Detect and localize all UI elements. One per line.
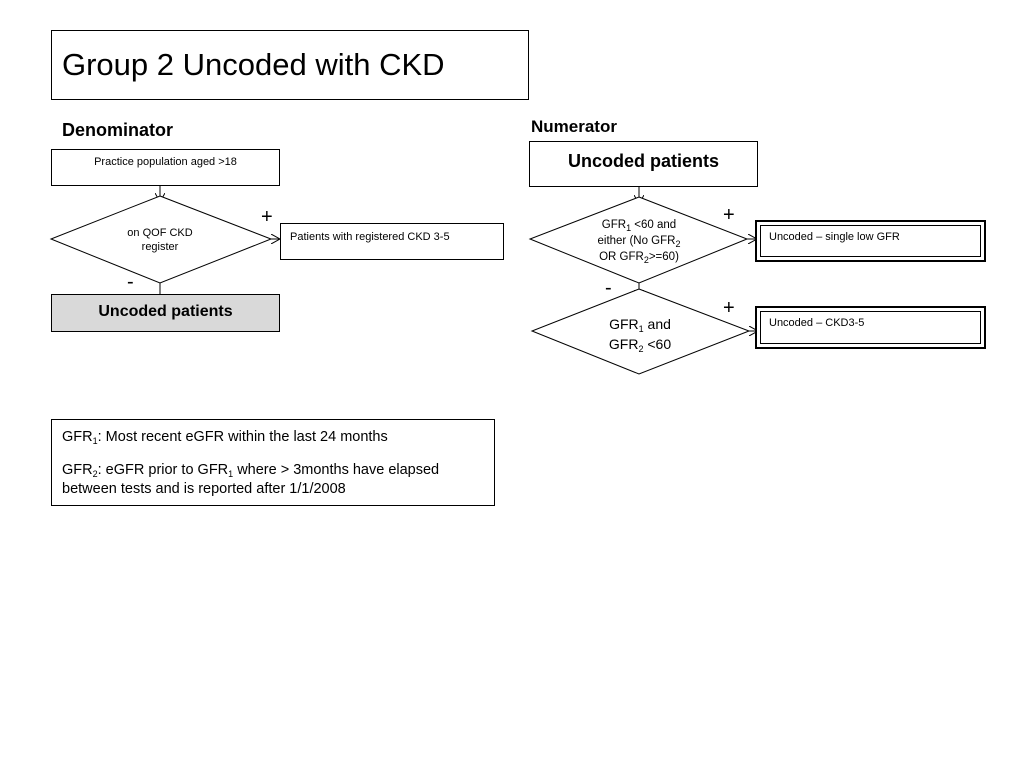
decision-diamond-ckd35 xyxy=(530,288,751,375)
uncoded-patients-start-label: Uncoded patients xyxy=(567,151,719,171)
uncoded-ckd35-label: Uncoded – CKD3-5 xyxy=(769,317,865,329)
denominator-minus-sign: - xyxy=(127,271,134,293)
numerator-plus-sign-2: + xyxy=(723,297,735,319)
registered-ckd-label: Patients with registered CKD 3-5 xyxy=(290,231,450,243)
uncoded-single-low-gfr-label: Uncoded – single low GFR xyxy=(769,231,900,243)
registered-ckd-box: Patients with registered CKD 3-5 xyxy=(280,223,504,260)
decision-qof-label: on QOF CKD register xyxy=(100,226,220,254)
practice-population-box: Practice population aged >18 xyxy=(51,149,280,186)
numerator-plus-sign-1: + xyxy=(723,204,735,226)
uncoded-patients-result-label: Uncoded patients xyxy=(98,303,233,320)
denominator-plus-sign: + xyxy=(261,206,273,228)
numerator-heading: Numerator xyxy=(531,117,617,136)
decision-ckd35-label: GFR1 and GFR2 <60 xyxy=(608,316,672,354)
uncoded-single-low-gfr-box: Uncoded – single low GFR xyxy=(755,220,986,262)
practice-population-label: Practice population aged >18 xyxy=(94,156,237,168)
uncoded-ckd35-box: Uncoded – CKD3-5 xyxy=(755,306,986,349)
page-title: Group 2 Uncoded with CKD xyxy=(62,47,445,82)
uncoded-patients-result-box: Uncoded patients xyxy=(51,294,280,332)
definition-gfr2: GFR2: eGFR prior to GFR1 where > 3months… xyxy=(62,462,440,497)
decision-qof-line1: on QOF CKD xyxy=(127,227,193,239)
decision-qof-line2: register xyxy=(141,241,179,253)
denominator-heading: Denominator xyxy=(62,120,174,140)
definitions-box: GFR1: Most recent eGFR within the last 2… xyxy=(51,419,495,506)
decision-single-gfr-label: GFR1 <60 and either (No GFR2 OR GFR2>=60… xyxy=(597,219,681,265)
numerator-minus-sign: - xyxy=(605,277,612,299)
uncoded-patients-start-box: Uncoded patients xyxy=(529,141,758,187)
title-box: Group 2 Uncoded with CKD xyxy=(51,30,529,100)
definition-gfr1: GFR1: Most recent eGFR within the last 2… xyxy=(62,429,388,446)
